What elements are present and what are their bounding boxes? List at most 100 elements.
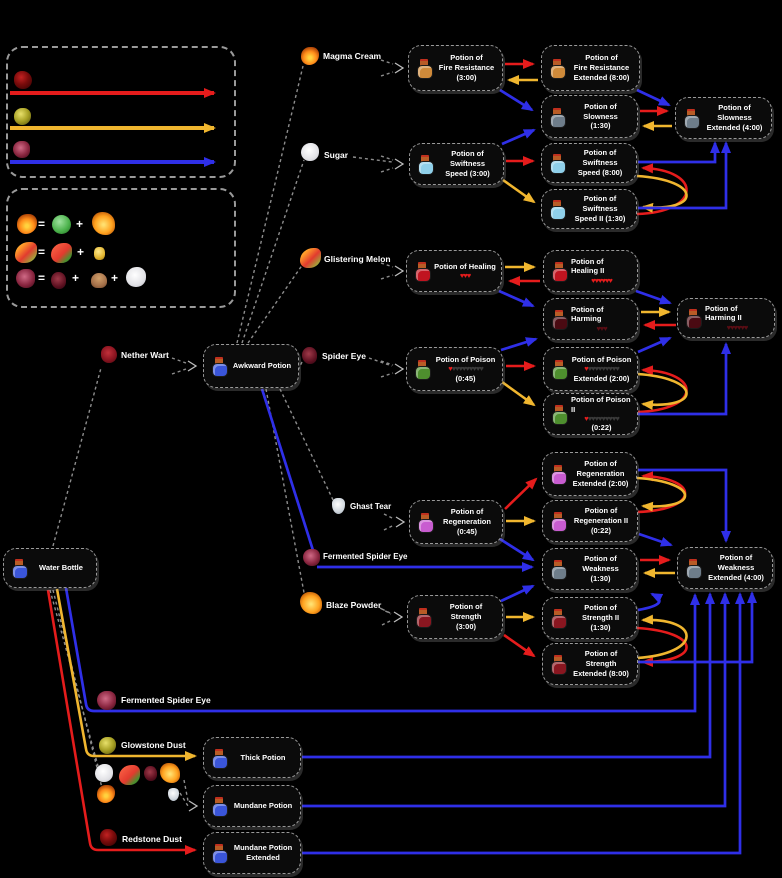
equals-sign: = (38, 245, 46, 259)
fermented-spider-eye-icon (97, 691, 116, 710)
node-healing: Potion of Healing ♥♥♥ (406, 250, 502, 292)
potion-icon (551, 262, 568, 282)
glowstone-dust-icon (14, 108, 31, 125)
sugar-icon (301, 143, 319, 161)
node-mundane-potion: Mundane Potion (203, 785, 301, 827)
glistering-melon-icon (300, 248, 321, 268)
magma-cream-icon (301, 47, 319, 65)
potion-icon (551, 360, 568, 380)
potion-icon (549, 107, 566, 128)
fermented-spider-eye-label: Fermented Spider Eye (121, 695, 211, 705)
plus-sign: + (77, 245, 85, 259)
slime-ball-icon (52, 215, 71, 234)
potion-icon (549, 59, 566, 79)
node-regeneration: Potion of Regeneration (0:45) (409, 500, 503, 544)
node-mundane-potion-extended: Mundane Potion Extended (203, 832, 301, 874)
blaze-powder-label: Blaze Powder (326, 600, 382, 610)
node-strength: Potion of Strength (3:00) (407, 595, 503, 639)
sugar-label: Sugar (324, 150, 349, 160)
node-swiftness: Potion of Swiftness Speed (3:00) (409, 143, 504, 185)
potion-icon (211, 844, 228, 864)
blaze-powder-icon (92, 212, 115, 235)
potion-icon (417, 513, 434, 533)
node-swiftness-2: Potion of Swiftness Speed II (1:30) (541, 189, 637, 229)
magma-cream-icon (17, 214, 37, 234)
potion-icon (683, 109, 700, 129)
potion-icon (211, 357, 228, 377)
spider-eye-label: Spider Eye (322, 351, 366, 361)
potion-icon (551, 310, 568, 330)
node-regeneration-2: Potion of Regeneration II (0:22) (542, 500, 638, 542)
fermented-arrows (64, 88, 757, 855)
potion-icon (211, 748, 228, 769)
hearts-row: ♥♥♥ (596, 323, 607, 333)
node-healing-2: Potion of Healing II ♥♥♥♥♥♥ (543, 250, 638, 292)
potion-icon (549, 200, 566, 220)
magma-cream-label: Magma Cream (323, 51, 382, 61)
potion-icon (416, 59, 433, 79)
potion-icon (550, 655, 567, 675)
sugar-icon (95, 764, 113, 782)
hearts-row: ♥♥♥♥♥♥ (591, 275, 613, 285)
potion-icon (550, 465, 567, 485)
glowstone-dust-icon (99, 737, 116, 754)
equals-sign: = (38, 271, 46, 285)
glistering-melon-icon (15, 242, 37, 263)
equals-sign: = (38, 217, 46, 231)
gold-nugget-icon (94, 247, 105, 260)
node-weakness-extended: Potion of Weakness Extended (4:00) (677, 547, 773, 589)
node-awkward-potion: Awkward Potion (203, 344, 299, 388)
redstone-dust-label: Redstone Dust (122, 834, 182, 844)
fermented-spider-eye-label: Fermented Spider Eye (323, 552, 408, 561)
ghast-tear-icon (168, 788, 179, 801)
blaze-powder-icon (160, 763, 180, 783)
arrow-legend-box (6, 46, 236, 178)
redstone-dust-icon (14, 71, 32, 89)
node-harming-2: Potion of Harming II ♥♥♥♥♥♥ (677, 298, 775, 338)
magma-cream-icon (97, 785, 115, 803)
node-swiftness-extended: Potion of Swiftness Speed (8:00) (541, 143, 637, 183)
recipe-legend-box (6, 188, 236, 308)
brown-mushroom-icon (91, 273, 107, 288)
plus-sign: + (72, 271, 80, 285)
plus-sign: + (76, 217, 84, 231)
potion-icon (550, 560, 567, 580)
nether-wart-label: Nether Wart (121, 350, 169, 360)
potion-icon (415, 608, 432, 628)
node-regeneration-extended: Potion of Regeneration Extended (2:00) (542, 452, 637, 496)
spider-eye-icon (144, 766, 157, 781)
node-weakness: Potion of Weakness (1:30) (542, 548, 637, 590)
potion-icon (549, 154, 566, 174)
node-slowness: Potion of Slowness (1:30) (541, 95, 638, 138)
node-poison-2: Potion of Poison II ♥♥♥♥♥♥♥♥♥♥ (0:22) (543, 393, 638, 435)
node-water-bottle: Water Bottle (3, 548, 97, 588)
melon-slice-icon (119, 765, 140, 785)
node-strength-2: Potion of Strength II (1:30) (542, 597, 637, 639)
legend-arrows (10, 88, 216, 167)
plus-sign: + (111, 271, 119, 285)
ghast-tear-label: Ghast Tear (350, 502, 392, 511)
fermented-spider-eye-icon (16, 269, 35, 288)
potion-icon (11, 559, 28, 579)
hearts-row: ♥♥♥♥♥♥♥♥♥♥ (584, 364, 620, 374)
potion-icon (414, 360, 431, 380)
fermented-spider-eye-icon (303, 549, 320, 566)
potion-icon (685, 309, 702, 329)
hearts-row: ♥♥♥♥♥♥♥♥♥♥ (448, 364, 484, 374)
nether-wart-icon (101, 346, 117, 363)
node-slowness-extended: Potion of Slowness Extended (4:00) (675, 97, 772, 139)
hearts-row: ♥♥♥♥♥♥♥♥♥♥ (584, 414, 620, 423)
potion-icon (685, 559, 702, 579)
potion-icon (414, 262, 431, 282)
node-fire-resistance: Potion of Fire Resistance (3:00) (408, 45, 503, 91)
hearts-row: ♥♥♥♥♥♥ (726, 322, 749, 332)
sugar-icon (126, 267, 146, 287)
brew-funnels (187, 62, 406, 812)
glowstone-dust-label: Glowstone Dust (121, 740, 186, 750)
node-poison: Potion of Poison ♥♥♥♥♥♥♥♥♥♥ (0:45) (406, 347, 503, 391)
potion-icon (550, 512, 567, 532)
spider-eye-icon (302, 347, 317, 364)
glistering-melon-label: Glistering Melon (324, 254, 391, 264)
ghast-tear-icon (332, 498, 345, 514)
